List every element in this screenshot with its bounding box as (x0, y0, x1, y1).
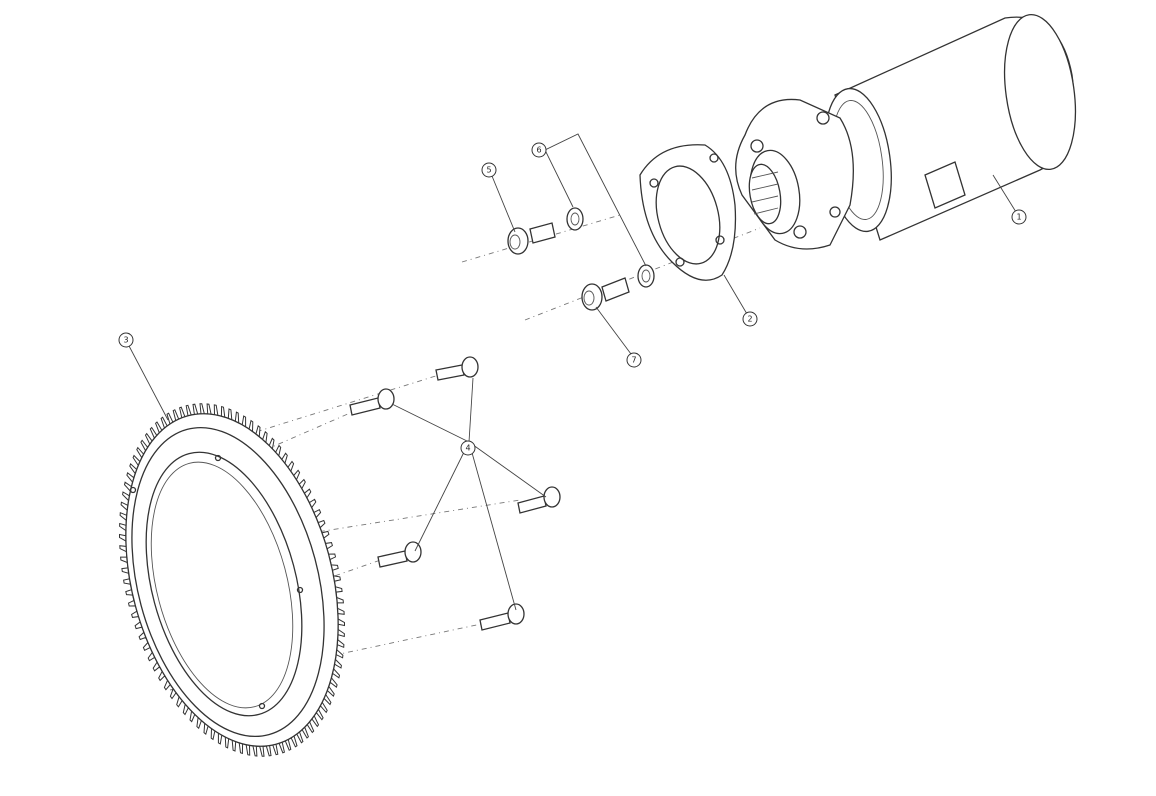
callout-4: 4 (460, 440, 476, 456)
callout-7-label: 7 (631, 356, 636, 365)
ring-gear-bolts (349, 356, 561, 631)
bolt-5 (479, 603, 525, 631)
washers (566, 207, 655, 288)
callout-4-label: 4 (465, 444, 470, 453)
bolt-3 (517, 486, 561, 514)
ring-gear (119, 403, 345, 757)
callout-1: 1 (1011, 209, 1027, 225)
callout-6-label: 6 (536, 146, 541, 155)
callout-5-label: 5 (486, 166, 491, 175)
callout-2-label: 2 (747, 315, 752, 324)
leader-lines (127, 133, 1017, 611)
bolt-2 (349, 388, 395, 416)
callout-3: 3 (118, 332, 134, 348)
cap-screw-lower (581, 277, 630, 311)
callout-2: 2 (742, 311, 758, 327)
callout-5: 5 (481, 162, 497, 178)
callout-1-label: 1 (1016, 213, 1021, 222)
starter-motor (735, 13, 1077, 250)
callout-3-label: 3 (123, 336, 128, 345)
mounting-gasket (639, 144, 737, 281)
bolt-4 (377, 541, 422, 568)
callout-7: 7 (626, 352, 642, 368)
callout-6: 6 (531, 142, 547, 158)
cap-screw-upper (507, 222, 556, 255)
bolt-1 (435, 356, 479, 381)
